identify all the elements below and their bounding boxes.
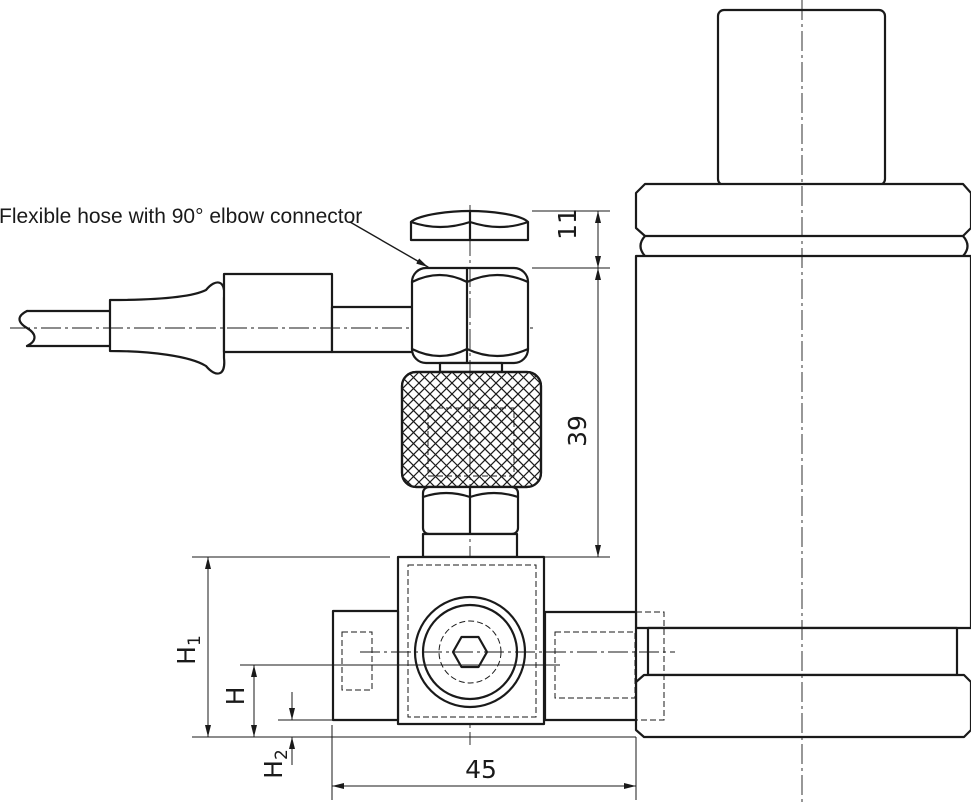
knurl-line bbox=[183, 372, 298, 487]
knurl-line bbox=[402, 372, 425, 487]
knurl-line bbox=[490, 372, 541, 487]
knurled-coupling bbox=[172, 361, 543, 489]
knurl-line bbox=[501, 372, 541, 487]
dimension-11: 11 bbox=[532, 208, 610, 269]
knurl-line bbox=[495, 372, 541, 487]
knurl-line bbox=[468, 372, 541, 487]
load-cell-groove bbox=[639, 234, 969, 258]
knurl-line bbox=[402, 372, 431, 487]
knurl-line bbox=[402, 372, 436, 487]
lower-hex-nut bbox=[421, 485, 520, 559]
knurl-line bbox=[484, 372, 541, 487]
dimension-value: 39 bbox=[563, 415, 592, 447]
knurl-line bbox=[402, 372, 480, 487]
hose-stem bbox=[330, 305, 418, 354]
knurl-line bbox=[402, 372, 464, 487]
knurl-line bbox=[407, 372, 524, 487]
load-cell-main-body bbox=[634, 254, 971, 630]
knurl-line bbox=[402, 372, 491, 487]
knurl-line bbox=[517, 372, 541, 487]
knurl-line bbox=[402, 372, 442, 487]
dimension-h1: H1 bbox=[172, 556, 636, 738]
knurl-line bbox=[402, 372, 409, 487]
dimension-h2: H2 bbox=[259, 692, 398, 779]
knurl-line bbox=[194, 372, 309, 487]
hose-break-symbol bbox=[18, 309, 36, 348]
knurl-line bbox=[282, 372, 397, 487]
load-cell-upper-flange bbox=[634, 182, 971, 238]
dimension-letter: H bbox=[259, 760, 288, 779]
dimension-39: 39 bbox=[519, 268, 610, 558]
knurl-line bbox=[506, 372, 541, 487]
knurl-line bbox=[429, 372, 541, 487]
knurl-line bbox=[402, 372, 469, 487]
dimension-value: 11 bbox=[553, 208, 582, 240]
connector-shaft bbox=[543, 610, 638, 722]
knurl-line bbox=[402, 372, 458, 487]
knurl-line bbox=[402, 372, 447, 487]
load-cell-body bbox=[634, 0, 971, 805]
dimension-label: H1 bbox=[172, 635, 205, 665]
knurl-line bbox=[435, 372, 541, 487]
dimension-label: H2 bbox=[259, 749, 292, 779]
block-hidden-bore bbox=[407, 564, 537, 718]
knurl-line bbox=[440, 372, 541, 487]
load-button-top bbox=[716, 8, 887, 187]
knurl-line bbox=[402, 372, 508, 487]
nut-chamfer bbox=[410, 347, 530, 358]
knurl-line bbox=[238, 372, 353, 487]
knurl-pattern bbox=[172, 372, 541, 487]
elbow-nut-exploded bbox=[409, 209, 530, 242]
dimension-h: H bbox=[221, 664, 560, 737]
cap-screw-socket bbox=[341, 631, 373, 691]
knurl-line bbox=[402, 372, 453, 487]
knurl-line bbox=[457, 372, 541, 487]
knurl-line bbox=[172, 372, 287, 487]
knurl-line bbox=[402, 372, 513, 487]
knurl-line bbox=[402, 372, 475, 487]
dimension-value: 45 bbox=[465, 755, 497, 784]
knurl-line bbox=[473, 372, 541, 487]
shaft-hidden-thread bbox=[554, 631, 636, 699]
knurl-line bbox=[402, 372, 403, 487]
knurl-line bbox=[413, 372, 530, 487]
coupling-neck bbox=[438, 361, 504, 374]
knurl-line bbox=[402, 372, 519, 487]
knurl-line bbox=[418, 372, 535, 487]
knurl-line bbox=[260, 372, 375, 487]
knurl-line bbox=[462, 372, 541, 487]
knurl-line bbox=[446, 372, 541, 487]
load-cell-neck bbox=[646, 626, 959, 677]
knurl-line bbox=[216, 372, 331, 487]
knurl-line bbox=[402, 372, 497, 487]
knurl-line bbox=[424, 372, 541, 487]
knurl-line bbox=[512, 372, 541, 487]
knurl-line bbox=[479, 372, 541, 487]
knurl-hidden-bore bbox=[427, 407, 515, 477]
knurl-line bbox=[249, 372, 364, 487]
knurl-line bbox=[402, 372, 486, 487]
load-cell-base-flange bbox=[634, 673, 971, 739]
dimension-letter: H bbox=[172, 646, 201, 665]
callout-label: Flexible hose with 90° elbow connector bbox=[0, 205, 362, 228]
knurl-line bbox=[402, 372, 502, 487]
dimension-45: 45 bbox=[331, 725, 637, 800]
dimension-subscript: 1 bbox=[185, 635, 205, 646]
knurl-line bbox=[534, 372, 541, 487]
mounting-block bbox=[331, 555, 675, 726]
nut-chamfer bbox=[410, 273, 530, 284]
dimension-label: H bbox=[221, 687, 250, 706]
hose-assembly bbox=[10, 272, 535, 375]
knurl-line bbox=[451, 372, 541, 487]
knurl-line bbox=[205, 372, 320, 487]
knurl-line bbox=[271, 372, 386, 487]
callout-leader bbox=[349, 221, 429, 268]
knurl-line bbox=[402, 372, 414, 487]
knurl-line bbox=[227, 372, 342, 487]
dimension-subscript: 2 bbox=[272, 749, 292, 760]
hose-sleeve bbox=[222, 272, 334, 354]
